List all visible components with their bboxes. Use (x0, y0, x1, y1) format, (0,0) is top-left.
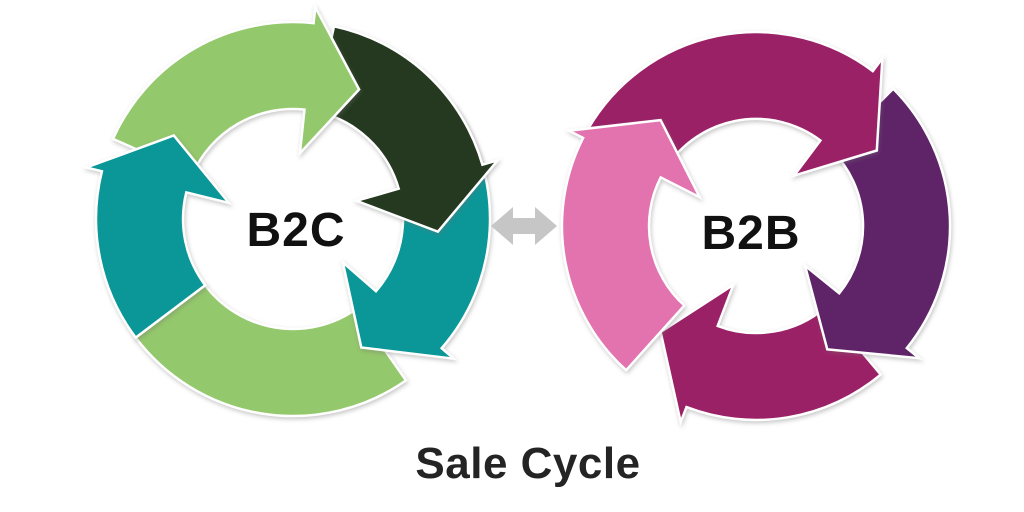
b2c-label: B2C (246, 204, 345, 257)
b2b-left-arrow (560, 118, 703, 372)
b2c-bottom-arc (133, 283, 408, 418)
b2b-label: B2B (701, 207, 800, 260)
diagram-title: Sale Cycle (415, 439, 640, 488)
b2c-left-arrow (82, 134, 233, 340)
b2c-upper-right-arrow (314, 24, 502, 234)
b2b-cycle-arrows (560, 30, 952, 427)
b2c-top-arrow (111, 3, 361, 176)
b2c-cycle-arrows (82, 3, 502, 418)
exchange-double-arrow-icon (491, 207, 557, 245)
